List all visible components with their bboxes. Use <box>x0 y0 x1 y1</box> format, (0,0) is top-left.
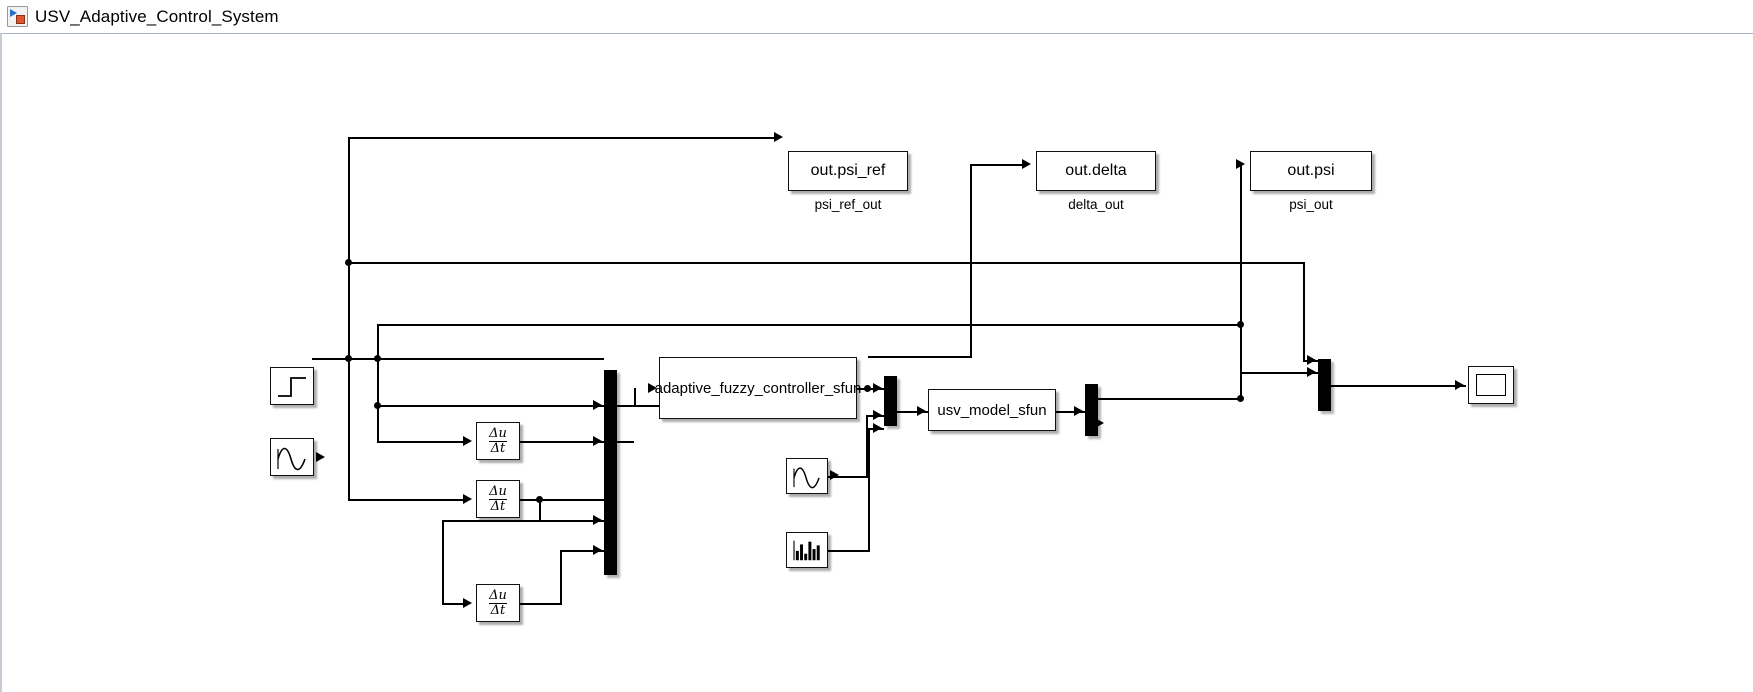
block-label-psi-out: psi_out <box>1289 197 1333 212</box>
wire-deriv3-feed <box>442 520 540 522</box>
wire-deriv3-feed-down <box>442 520 444 605</box>
wire-rail2-up <box>377 324 379 359</box>
window-title: USV_Adaptive_Control_System <box>35 6 279 26</box>
scope-block[interactable] <box>1468 366 1514 404</box>
arrow-deriv3-in <box>463 598 472 608</box>
arrow-mux-in-5 <box>593 545 602 555</box>
mux-scope-inputs[interactable] <box>1318 359 1331 411</box>
play-triangle-icon <box>10 9 17 17</box>
wire-mux-ctrl-v <box>634 388 636 406</box>
arrow-mux-in-2 <box>593 400 602 410</box>
arrow-mux-model-in-3 <box>873 423 882 433</box>
model-canvas[interactable]: Δu Δt Δu Δt Δu Δt adaptive_fuzzy_control… <box>2 34 1753 692</box>
arrow-model-in <box>917 406 926 416</box>
window-title-bar: USV_Adaptive_Control_System <box>0 0 1753 34</box>
derivative-icon: Δu Δt <box>489 425 507 456</box>
arrow-demux-out <box>1095 418 1104 428</box>
block-label-delta-out: delta_out <box>1068 197 1124 212</box>
sine-wave-icon <box>793 467 820 489</box>
mux-model-inputs[interactable] <box>884 376 897 426</box>
derivative-block-1[interactable]: Δu Δt <box>476 422 520 460</box>
wire-step-out <box>312 358 604 360</box>
arrow-mux-model-in-2 <box>873 410 882 420</box>
arrow-mux-scope-in-1 <box>1307 355 1316 365</box>
wire-deriv3-up <box>560 550 562 605</box>
wire-mid-to-deriv1 <box>377 405 379 443</box>
wire-deriv2-out <box>520 499 604 501</box>
demux-model-outputs[interactable] <box>1085 384 1098 436</box>
scope-icon <box>1476 374 1506 396</box>
wire-mid-down <box>377 358 379 407</box>
wire-model-branch <box>1098 398 1243 400</box>
wire-deriv2-branch <box>539 499 541 522</box>
wire-rail2 <box>377 324 1240 326</box>
wire-delta-up <box>970 164 972 358</box>
left-border-rule <box>0 33 2 692</box>
arrow-deriv1-in <box>463 436 472 446</box>
to-workspace-psi-block[interactable]: out.psi <box>1250 151 1372 191</box>
derivative-block-3[interactable]: Δu Δt <box>476 584 520 622</box>
arrow-mux-in-3 <box>593 436 602 446</box>
arrow-demux-in <box>1074 406 1083 416</box>
to-workspace-psi-ref-block[interactable]: out.psi_ref <box>788 151 908 191</box>
wire-deriv2-to-mux <box>539 520 604 522</box>
arrow-mux-in-4 <box>593 515 602 525</box>
wire-feedback-rail-down <box>1303 262 1305 362</box>
step-source-block[interactable] <box>270 367 314 405</box>
arrow-delta-in <box>1022 159 1031 169</box>
wire-model-out <box>1056 411 1085 413</box>
wire-psi-up <box>1240 164 1242 399</box>
wire-deriv3-to-mux <box>560 550 604 552</box>
arrow-mux-scope-in-2 <box>1307 367 1316 377</box>
junction-ctrl-out <box>864 385 871 392</box>
wire-deriv3-in <box>442 603 464 605</box>
mux-controller-inputs[interactable] <box>604 370 617 575</box>
band-limited-white-noise-block[interactable] <box>786 532 828 568</box>
block-label-psi-ref-out: psi_ref_out <box>814 197 882 212</box>
adaptive-fuzzy-controller-sfun-block[interactable]: adaptive_fuzzy_controller_sfun <box>655 357 861 419</box>
wire-mux-to-ctrl <box>617 405 659 407</box>
arrow-mux-model-in-1 <box>873 383 882 393</box>
arrow-psi-ref-in <box>774 132 783 142</box>
usv-model-sfun-block[interactable]: usv_model_sfun <box>928 389 1056 431</box>
wire-rail2-to-mux-scope <box>1240 372 1318 374</box>
random-noise-icon <box>793 540 820 561</box>
derivative-icon: Δu Δt <box>489 483 507 514</box>
wire-mux-to-model <box>897 411 928 413</box>
wire-to-deriv1 <box>377 441 464 443</box>
sine-wave-source-block-2[interactable] <box>786 458 828 494</box>
sine-wave-source-block[interactable] <box>270 438 314 476</box>
arrow-psi-in <box>1236 159 1245 169</box>
wire-sine2-up <box>866 415 868 477</box>
wire-step-down <box>348 358 350 501</box>
wire-deriv1-out <box>520 441 634 443</box>
step-signal-icon <box>278 377 306 397</box>
arrow-deriv2-in <box>463 494 472 504</box>
wire-feedback-rail-top <box>348 262 1305 264</box>
sine-wave-icon <box>277 447 306 471</box>
wire-noise-out <box>828 550 870 552</box>
simulink-model-icon <box>7 6 28 27</box>
wire-sine2-out <box>828 476 868 478</box>
wire-deriv3-out <box>520 603 562 605</box>
arrow-sine1-out <box>316 452 325 462</box>
wire-to-psi-ref <box>348 137 775 139</box>
derivative-icon: Δu Δt <box>489 587 507 618</box>
wire-mux-scope-out <box>1331 385 1466 387</box>
wire-delta-top <box>970 164 1023 166</box>
wire-step-up <box>348 137 350 359</box>
block-square-icon <box>16 15 25 24</box>
arrow-ctrl-in <box>648 383 657 393</box>
wire-step-to-deriv2 <box>348 499 464 501</box>
arrow-scope-in <box>1455 380 1464 390</box>
to-workspace-delta-block[interactable]: out.delta <box>1036 151 1156 191</box>
derivative-block-2[interactable]: Δu Δt <box>476 480 520 518</box>
wire-mid-to-mux <box>377 405 604 407</box>
arrow-sine2-port <box>830 470 839 480</box>
wire-delta-join <box>868 356 972 358</box>
wire-noise-up <box>868 428 870 551</box>
